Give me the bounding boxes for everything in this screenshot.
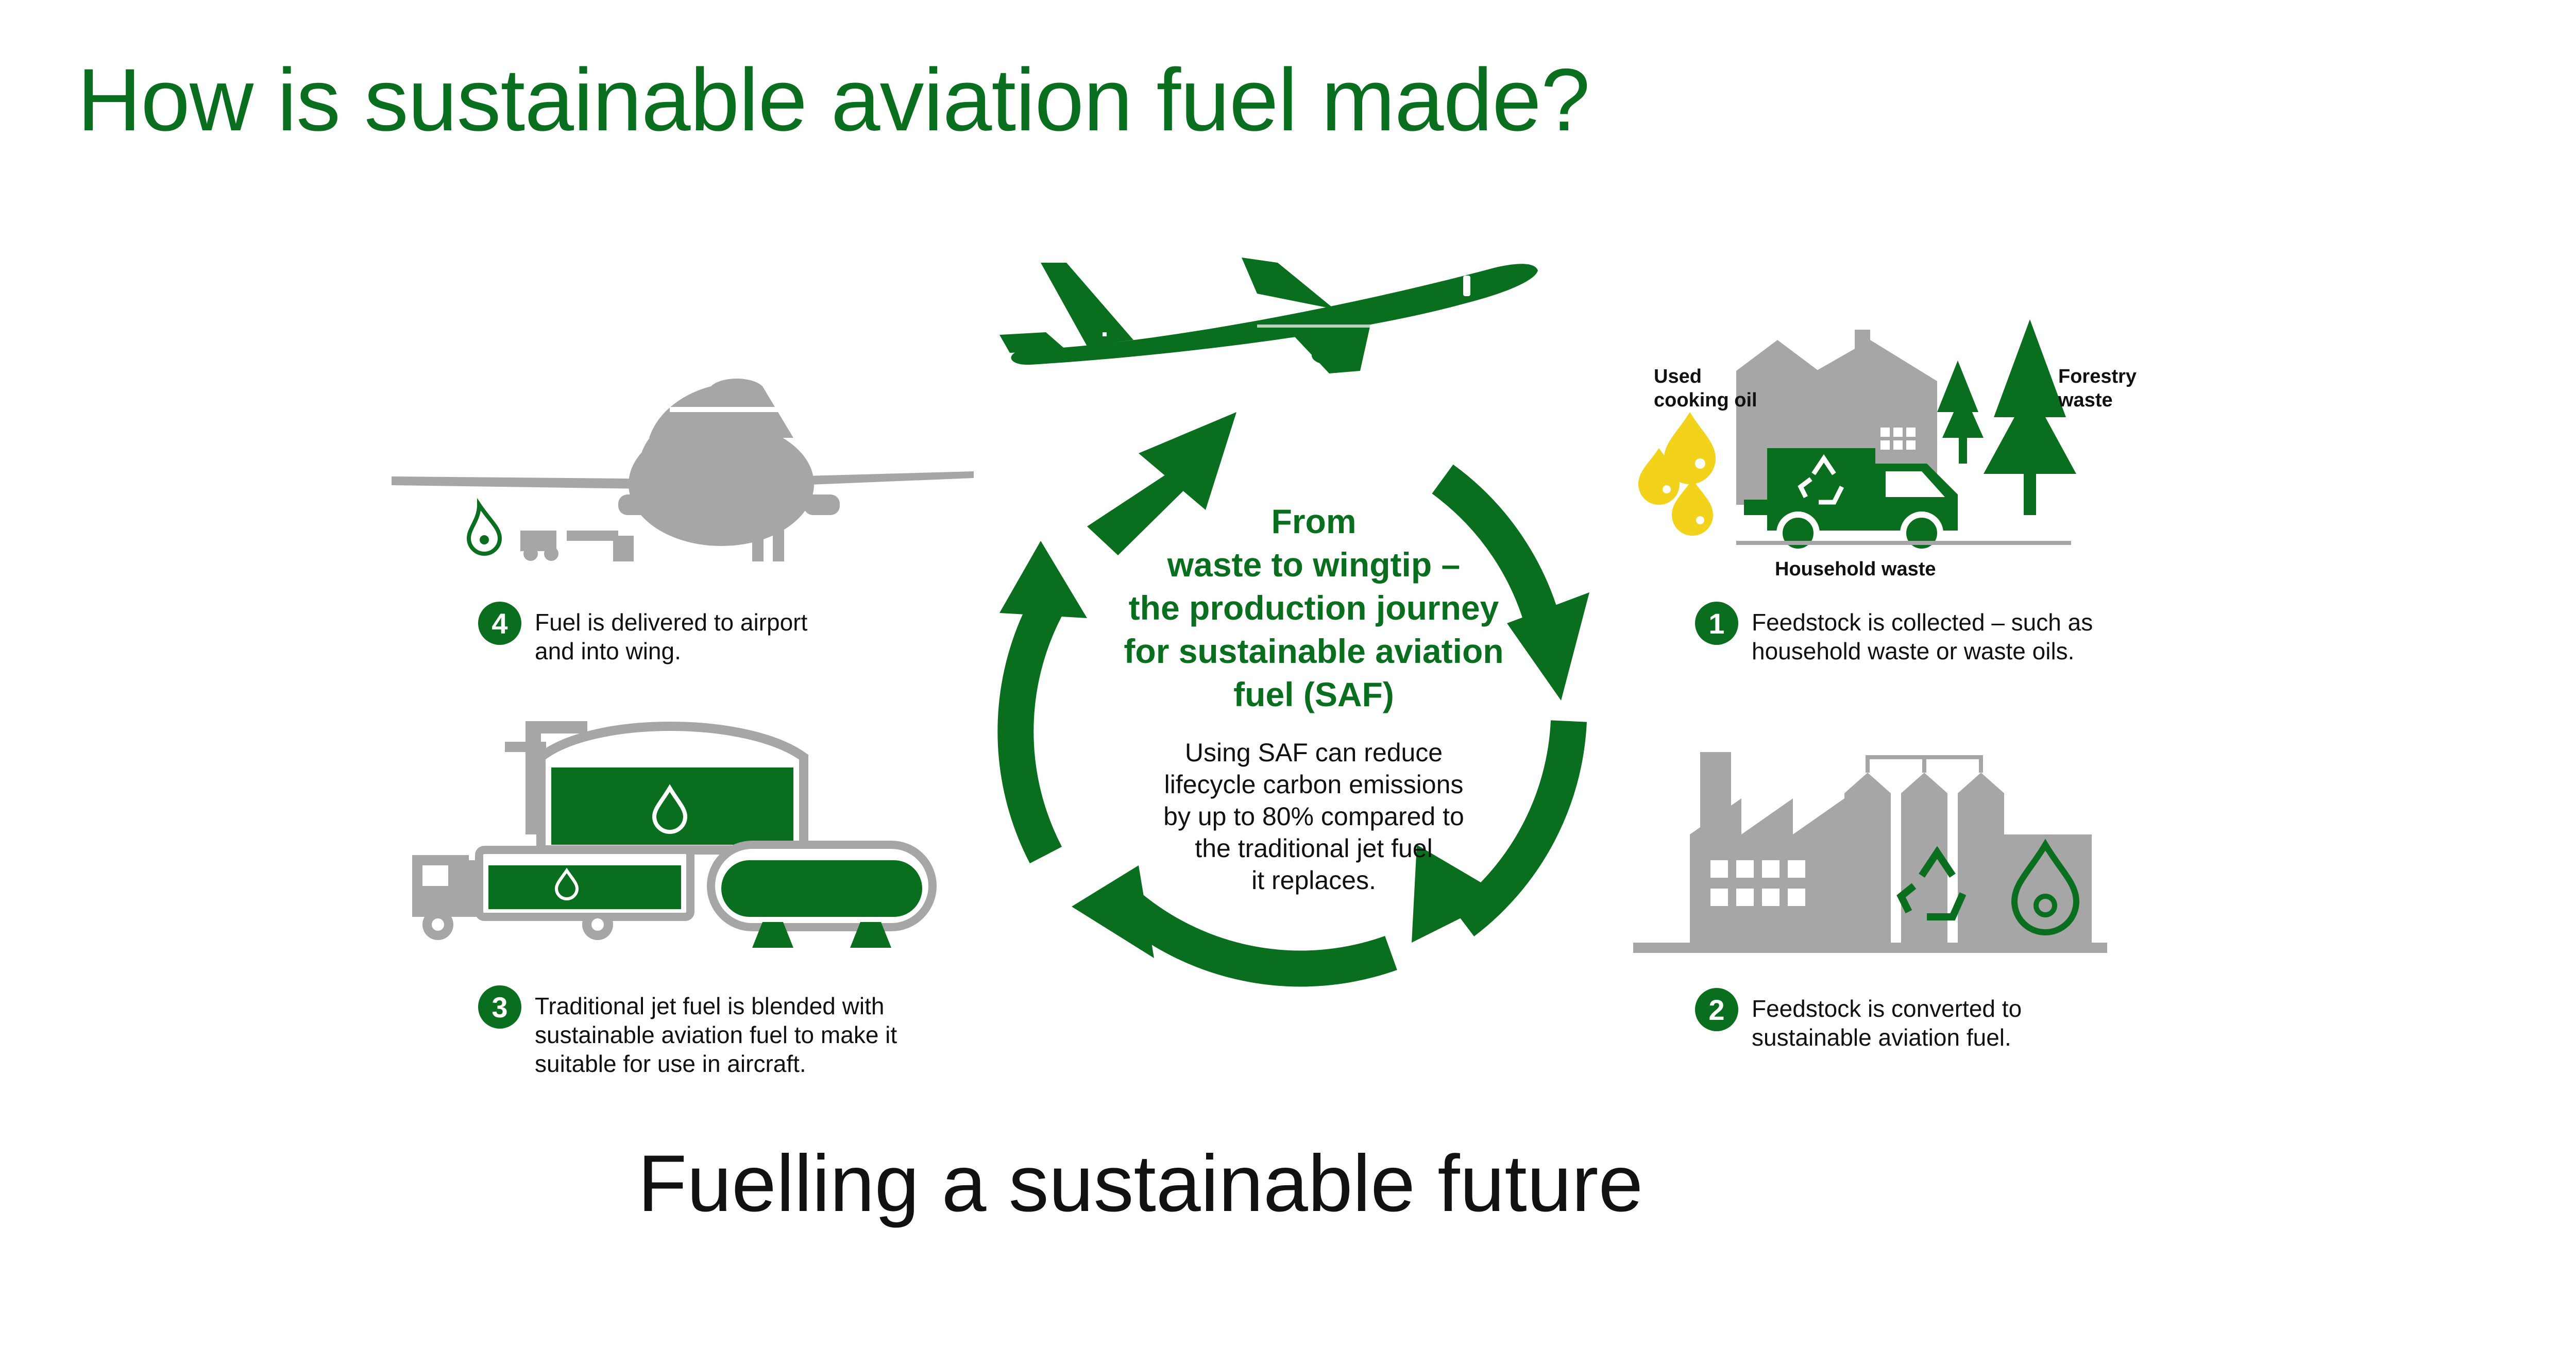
recycle-icon — [1896, 846, 1967, 920]
page-title: How is sustainable aviation fuel made? — [77, 50, 1590, 149]
oil-drop-icon — [2011, 839, 2080, 935]
cycle-description: Using SAF can reduce lifecycle carbon em… — [1163, 738, 1464, 895]
airplane-icon — [999, 258, 1538, 373]
airport-scene — [392, 379, 974, 561]
page-subtitle: Fuelling a sustainable future — [638, 1139, 1643, 1228]
tank-icon — [412, 721, 937, 948]
step-number-badge: 2 — [1695, 988, 1738, 1031]
feedstock-scene — [1638, 319, 2076, 555]
step-number-badge: 3 — [478, 985, 521, 1029]
oil-drop-icon — [1638, 412, 1716, 536]
label-household: Household waste — [1775, 558, 1936, 580]
factory-icon — [1633, 752, 2107, 953]
step-number-badge: 4 — [478, 602, 521, 645]
recycle-icon — [1798, 454, 1844, 505]
step-number-badge: 1 — [1695, 602, 1738, 645]
cycle-arrows — [997, 412, 1589, 987]
cycle-heading: From waste to wingtip – the production j… — [1124, 502, 1504, 713]
